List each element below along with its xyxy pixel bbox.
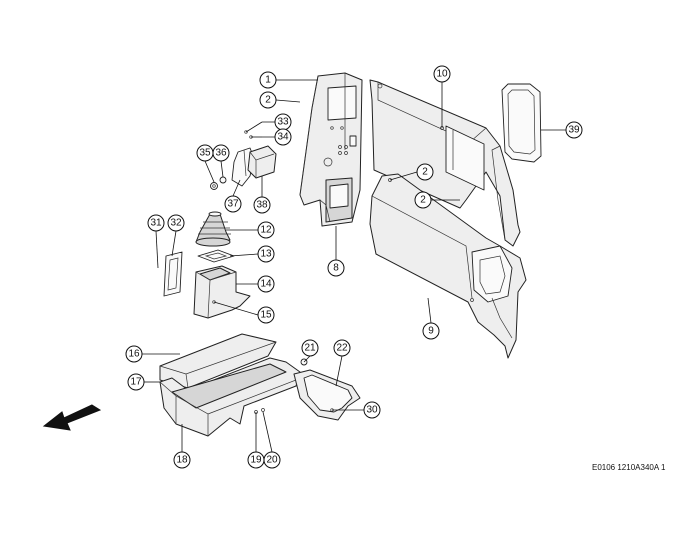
callout-21: 21 (301, 339, 319, 357)
svg-text:33: 33 (277, 117, 289, 128)
boot-frame-part (197, 249, 235, 263)
svg-text:37: 37 (227, 199, 239, 210)
cover-box-part (247, 145, 277, 179)
callout-9: 9 (422, 322, 440, 340)
svg-text:19: 19 (250, 455, 262, 466)
svg-text:14: 14 (260, 279, 272, 290)
fasteners-part (210, 176, 227, 190)
direction-arrow (42, 404, 102, 431)
rear-wall-panel-part (369, 79, 521, 247)
callout-19: 19 (247, 451, 265, 469)
svg-text:13: 13 (260, 249, 272, 260)
cushion-lid-part (159, 333, 277, 389)
svg-text:34: 34 (277, 132, 289, 143)
console-housing-part (193, 265, 251, 319)
svg-text:22: 22 (336, 343, 348, 354)
svg-text:18: 18 (176, 455, 188, 466)
svg-text:31: 31 (150, 218, 162, 229)
svg-text:36: 36 (215, 148, 227, 159)
svg-text:1: 1 (265, 75, 271, 86)
svg-text:32: 32 (170, 218, 182, 229)
bracket-part (231, 130, 255, 187)
callout-39: 39 (565, 121, 583, 139)
callout-38: 38 (253, 196, 271, 214)
callout-13: 13 (257, 245, 275, 263)
floor-tray-part (293, 358, 361, 421)
svg-text:2: 2 (420, 195, 426, 206)
svg-text:35: 35 (199, 148, 211, 159)
callout-2c: 2 (414, 191, 432, 209)
svg-text:10: 10 (436, 69, 448, 80)
svg-text:30: 30 (366, 405, 378, 416)
svg-text:17: 17 (130, 377, 142, 388)
callout-32: 32 (167, 214, 185, 232)
svg-text:2: 2 (265, 95, 271, 106)
storage-box-part (159, 357, 301, 437)
side-wall-panel-part (369, 173, 527, 359)
side-plate-part (163, 251, 183, 297)
lever-boot-part (195, 211, 231, 247)
callout-8: 8 (327, 259, 345, 277)
callout-1: 1 (259, 71, 277, 89)
svg-text:38: 38 (256, 200, 268, 211)
callout-30: 30 (363, 401, 381, 419)
svg-text:39: 39 (568, 125, 580, 136)
svg-text:16: 16 (128, 349, 140, 360)
svg-text:21: 21 (304, 343, 316, 354)
callout-14: 14 (257, 275, 275, 293)
callout-33: 33 (274, 113, 292, 131)
callout-2b: 2 (416, 163, 434, 181)
svg-text:20: 20 (266, 455, 278, 466)
callout-35: 35 (196, 144, 214, 162)
svg-text:2: 2 (422, 167, 428, 178)
callout-37: 37 (224, 195, 242, 213)
svg-text:15: 15 (260, 310, 272, 321)
callout-34: 34 (274, 128, 292, 146)
callout-36: 36 (212, 144, 230, 162)
callout-17: 17 (127, 373, 145, 391)
pillar-trim-part (299, 72, 363, 227)
rear-window-seal-part (501, 83, 542, 163)
leader-lines (142, 79, 566, 453)
callout-31: 31 (147, 214, 165, 232)
callout-2: 2 (259, 91, 277, 109)
callout-15: 15 (257, 306, 275, 324)
callout-16: 16 (125, 345, 143, 363)
callout-18: 18 (173, 451, 191, 469)
svg-text:8: 8 (333, 263, 339, 274)
callout-20: 20 (263, 451, 281, 469)
drawing-code: E0106 1210A340A 1 (592, 463, 666, 472)
callout-22: 22 (333, 339, 351, 357)
svg-text:9: 9 (428, 326, 434, 337)
callout-10: 10 (433, 65, 451, 83)
svg-text:12: 12 (260, 225, 272, 236)
callout-12: 12 (257, 221, 275, 239)
